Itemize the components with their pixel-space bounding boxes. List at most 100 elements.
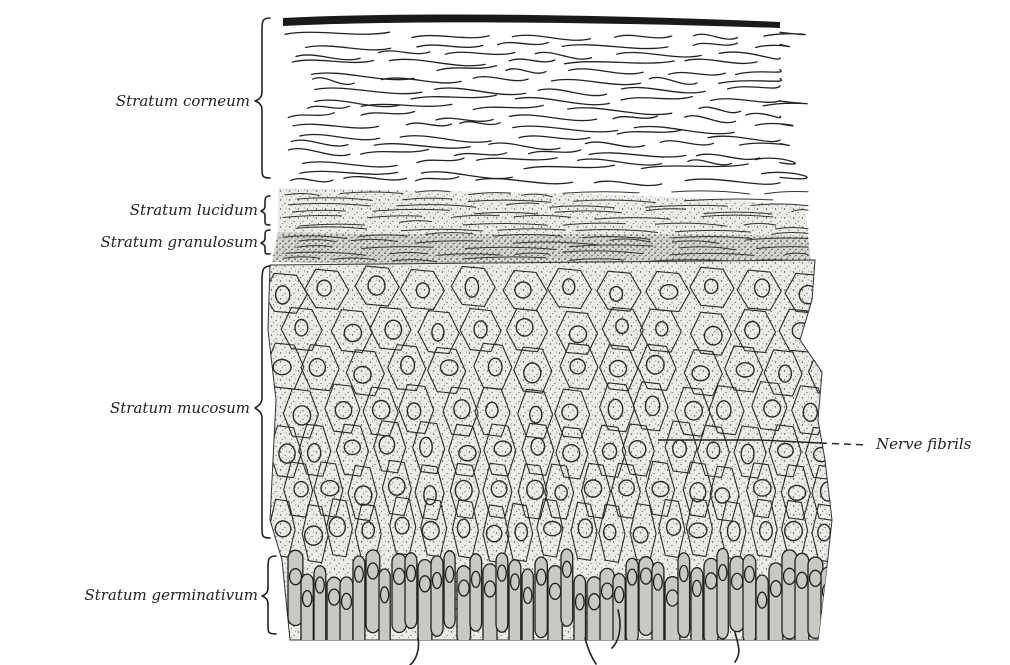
corneum-cell-line [291,140,348,146]
corneum-cell-line [764,32,805,36]
corneum-cell-line [300,171,398,174]
corneum-cell-line [739,143,789,145]
basal-cell [418,560,432,649]
corneum-cell-line [498,43,549,45]
basal-cell [405,553,417,629]
basal-cell [717,549,728,639]
corneum-cell-line [585,142,644,147]
brace-mucosum [255,266,270,538]
corneum-cell-line [736,70,782,75]
corneum-cell-line [300,134,380,139]
corneum-cell-line [303,162,398,167]
corneum-cell-line [746,113,781,117]
corneum-cell-line [476,179,573,184]
corneum-cell-line [529,150,581,154]
basal-cell [626,558,638,643]
corneum-cell-line [473,105,543,109]
corneum-cell-line [699,107,741,113]
corneum-cell-line [361,149,429,154]
basal-cell [457,566,471,645]
corneum-cell-line [296,55,360,60]
corneum-cell-line [361,112,414,116]
basal-cell [821,567,835,662]
corneum-cell-line [634,126,734,133]
brace-germinativum [262,556,276,634]
corneum-cell-line [454,153,506,156]
corneum-cell-line [756,44,790,47]
corneum-cell-line [474,77,529,81]
corneum-cell-line [489,143,560,149]
corneum-cell-line [510,59,555,62]
corneum-cell-line [552,79,641,84]
corneum-cell-line [411,95,496,99]
basal-cell [600,568,614,656]
basal-cell [366,550,380,633]
corneum-cell-line [711,99,780,103]
label-stratum-mucosum: Stratum mucosum [110,399,250,417]
corneum-cell-line [436,118,493,121]
basal-cell [444,551,455,628]
corneum-cell-line [669,73,726,75]
corneum-cell-line [406,123,451,126]
corneum-cell-line [535,52,591,59]
corneum-cell-line [313,78,354,85]
corneum-cell-line [617,130,682,134]
basal-cell [379,569,390,658]
basal-cell [483,564,497,658]
corneum-cell-line [515,98,609,105]
basal-cell [470,554,482,631]
corneum-cell-line [719,79,782,84]
stratum-lucidum-granulosum-region [272,188,812,270]
corneum-cell-line [565,61,675,64]
stratum-mucosum-region [263,260,846,665]
corneum-cell-line [445,52,515,54]
label-stratum-granulosum: Stratum granulosum [100,233,258,251]
brace-granulosum [261,230,270,254]
lucidum-streak [563,192,639,194]
corneum-cell-line [417,45,483,47]
corneum-cell-line [622,88,706,93]
basal-cell [795,553,809,647]
corneum-cell-line [421,172,512,179]
corneum-cell-line [688,160,732,165]
label-stratum-lucidum: Stratum lucidum [130,201,258,219]
corneum-cell-line [519,136,590,139]
corneum-cell-line [315,100,399,106]
corneum-cell-line [621,97,692,100]
corneum-cell-line [477,158,558,161]
corneum-cell-line [416,177,459,181]
lucidum-streak [672,191,750,194]
basal-cell [301,574,313,665]
label-stratum-germinativum: Stratum germinativum [84,586,258,604]
corneum-cell-line [374,144,470,148]
basal-cell [704,558,718,644]
basal-cell [743,555,756,644]
basal-cell [730,556,744,631]
corneum-cell-line [694,34,738,39]
corneum-cell-line [512,35,590,40]
corneum-cell-line [293,124,378,128]
corneum-cell-line [293,60,374,62]
basal-cell [756,575,768,665]
corneum-cell-line [382,78,462,83]
corneum-cell-line [755,158,795,164]
corneum-cell-line [615,35,672,38]
corneum-cell-line [308,106,350,108]
cell-nucleus [822,363,835,378]
corneum-cell-line [708,136,780,141]
corneum-cell-line [460,122,500,125]
corneum-cell-line [762,172,807,178]
corneum-cell-line [617,53,701,57]
corneum-cell-line [315,88,422,94]
basal-cell [392,554,406,633]
corneum-cell-line [288,113,334,118]
corneum-cell-line [524,165,614,169]
corneum-cell-line [685,179,780,184]
basal-cell [522,569,533,655]
corneum-cell-line [435,88,526,95]
corneum-cell-line [649,77,697,84]
basal-cell [574,575,586,665]
corneum-cell-line [685,116,736,123]
corneum-cell-line [513,126,618,132]
